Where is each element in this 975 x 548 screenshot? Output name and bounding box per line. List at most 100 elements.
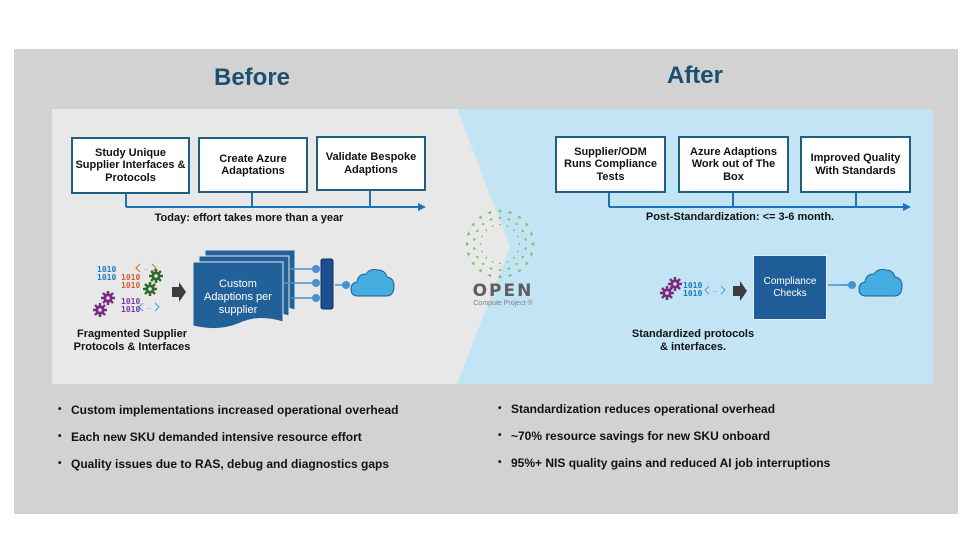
code-brackets-icon-blue bbox=[138, 302, 160, 312]
ocp-logo-arrow bbox=[481, 235, 484, 238]
ocp-logo-arrow bbox=[489, 218, 493, 221]
ocp-logo-arrow bbox=[497, 210, 503, 214]
ocp-logo-arrow bbox=[471, 262, 475, 266]
ocp-logo-arrow bbox=[489, 267, 493, 270]
ocp-logo-arrow bbox=[525, 222, 529, 226]
ocp-logo-arrow bbox=[518, 215, 522, 219]
after-bullet-list: Standardization reduces operational over… bbox=[498, 402, 830, 483]
svg-text:...: ... bbox=[146, 305, 151, 311]
right-arrow-icon bbox=[733, 281, 747, 301]
before-source-caption: Fragmented Supplier Protocols & Interfac… bbox=[73, 328, 191, 353]
ocp-logo-arrow bbox=[529, 231, 533, 236]
cloud-icon bbox=[350, 269, 395, 297]
before-heading: Before bbox=[213, 64, 291, 91]
ocp-logo-arrow bbox=[507, 267, 511, 270]
after-timeline-arrowhead bbox=[903, 203, 911, 211]
ocp-logo-arrow bbox=[498, 217, 502, 220]
after-bullet: Standardization reduces operational over… bbox=[498, 402, 830, 429]
ocp-logo-arrow bbox=[515, 222, 519, 226]
ocp-logo-arrow bbox=[525, 262, 529, 266]
before-bullet: Custom implementations increased operati… bbox=[58, 403, 398, 430]
ocp-logo-arrow bbox=[473, 246, 476, 251]
ocp-logo-arrow bbox=[507, 218, 511, 221]
ocp-logo-arrow bbox=[516, 235, 519, 238]
svg-text:...: ... bbox=[143, 266, 148, 272]
before-timeline-arrowhead bbox=[418, 203, 426, 211]
after-timeline bbox=[608, 192, 903, 208]
gear-icon bbox=[660, 286, 674, 300]
ocp-logo-arrow bbox=[475, 255, 479, 260]
ocp-logo-arrow bbox=[466, 241, 470, 247]
ocp-logo-ring bbox=[466, 210, 534, 278]
before-bullet: Each new SKU demanded intensive resource… bbox=[58, 430, 398, 457]
before-timeline-caption: Today: effort takes more than a year bbox=[154, 212, 344, 224]
ocp-logo-arrow bbox=[498, 262, 502, 264]
ocp-logo-arrow bbox=[473, 237, 476, 242]
before-timeline bbox=[125, 190, 418, 208]
right-arrow-icon bbox=[172, 282, 186, 302]
ocp-logo-arrow bbox=[498, 224, 502, 226]
ocp-logo-arrow bbox=[478, 215, 482, 219]
code-brackets-icon-orange bbox=[135, 263, 157, 273]
gear-icon bbox=[101, 291, 115, 305]
svg-text:...: ... bbox=[712, 288, 717, 294]
custom-adaptions-documents bbox=[192, 249, 296, 330]
after-step-compliance-tests: Supplier/ODM Runs Compliance Tests bbox=[555, 136, 666, 193]
after-bullet: 95%+ NIS quality gains and reduced AI jo… bbox=[498, 456, 830, 483]
before-step-validate-adaptions: Validate Bespoke Adaptions bbox=[316, 136, 426, 191]
ocp-logo-arrow bbox=[506, 260, 509, 263]
after-timeline-caption: Post-Standardization: <= 3-6 month. bbox=[645, 211, 835, 223]
ocp-logo-arrow bbox=[487, 273, 492, 277]
gear-icon bbox=[149, 269, 163, 283]
ocp-logo-arrow bbox=[487, 211, 492, 215]
cloud-icon bbox=[858, 269, 903, 297]
after-bullet: ~70% resource savings for new SKU onboar… bbox=[498, 429, 830, 456]
ocp-logo-arrow bbox=[515, 262, 519, 266]
custom-adaptions-label: Custom Adaptions per supplier bbox=[204, 278, 272, 316]
ocp-logo-arrow bbox=[467, 231, 471, 236]
ocp-logo-arrow bbox=[518, 269, 522, 273]
after-step-improved-quality: Improved Quality With Standards bbox=[800, 136, 911, 193]
ocp-logo-arrow bbox=[480, 242, 482, 246]
ocp-logo-arrow bbox=[508, 273, 513, 277]
ocp-logo-arrow bbox=[521, 255, 525, 260]
ocp-logo-arrow bbox=[481, 262, 485, 266]
ocp-logo-arrow bbox=[508, 211, 513, 215]
before-step-create-adaptations: Create Azure Adaptations bbox=[198, 137, 308, 193]
ocp-logo-arrow bbox=[516, 250, 519, 253]
ocp-logo-arrow bbox=[475, 228, 479, 233]
ocp-logo-arrow bbox=[481, 222, 485, 226]
ocp-logo-arrow bbox=[484, 228, 488, 232]
ocp-logo-arrow bbox=[498, 268, 502, 271]
code-brackets-icon bbox=[704, 285, 726, 295]
gear-icon bbox=[93, 303, 107, 317]
ocp-logo-arrow bbox=[529, 252, 533, 257]
gear-icon bbox=[143, 282, 157, 296]
compliance-checks-box: Compliance Checks bbox=[753, 255, 827, 320]
after-heading: After bbox=[666, 62, 723, 89]
ocp-logo-arrow bbox=[521, 228, 525, 233]
ocp-logo-arrow bbox=[478, 269, 482, 273]
document-front bbox=[192, 261, 284, 330]
ocp-logo-arrow bbox=[530, 241, 534, 247]
connector-dots bbox=[312, 265, 856, 302]
after-source-caption: Standardized protocols & interfaces. bbox=[631, 328, 755, 353]
ocp-logo-arrow bbox=[491, 260, 494, 263]
ocp-logo-wordmark: OPEN bbox=[472, 281, 534, 301]
ocp-logo-arrow bbox=[512, 228, 516, 232]
ocp-logo-arrow bbox=[491, 225, 494, 228]
ocp-logo-subtitle: Compute Project ® bbox=[473, 300, 533, 307]
ocp-logo-arrow bbox=[471, 222, 475, 226]
ocp-logo-arrow bbox=[518, 242, 520, 246]
ocp-logo-arrow bbox=[512, 256, 516, 260]
ocp-logo-arrow bbox=[524, 237, 527, 242]
gear-icon bbox=[668, 277, 682, 291]
ocp-logo-arrow bbox=[467, 252, 471, 257]
ocp-logo-arrow bbox=[524, 246, 527, 251]
after-step-adaptions-out-of-box: Azure Adaptions Work out of The Box bbox=[678, 136, 789, 193]
before-step-study-interfaces: Study Unique Supplier Interfaces & Proto… bbox=[71, 137, 190, 194]
